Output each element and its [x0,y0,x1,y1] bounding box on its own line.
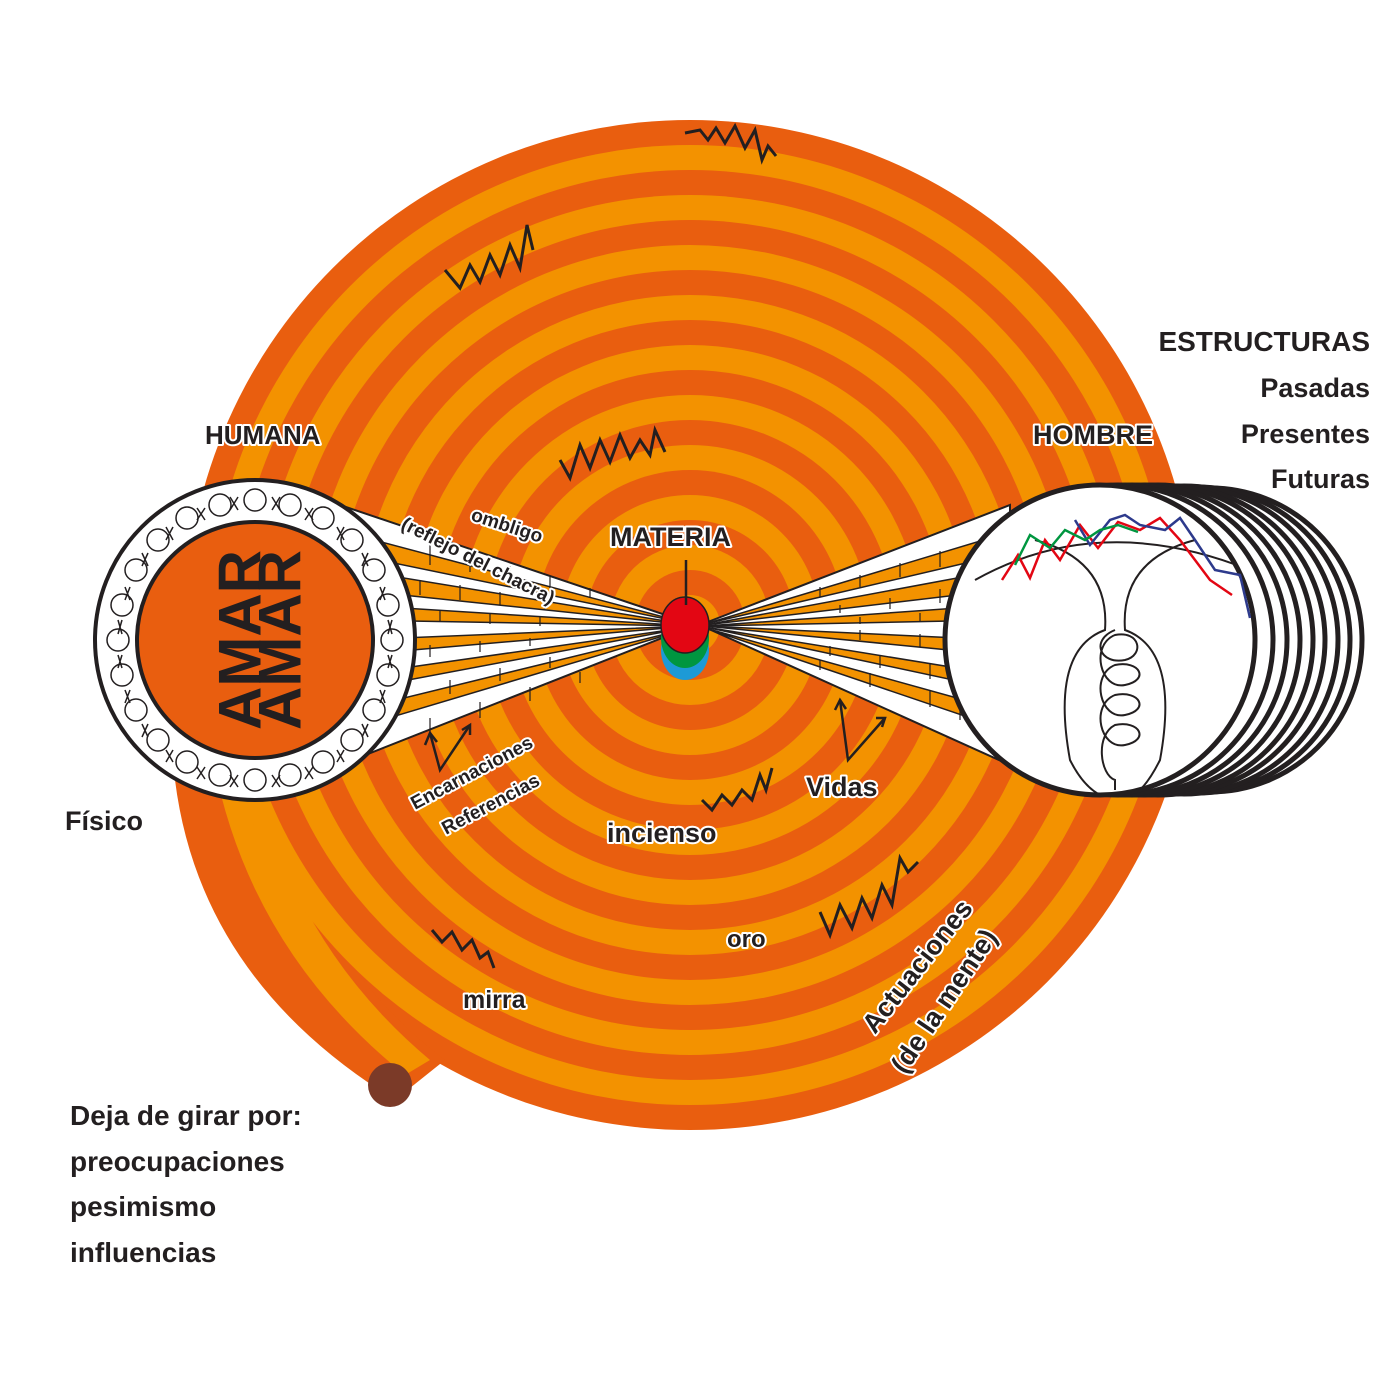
label-vidas: Vidas [806,772,878,802]
arrow-icon [428,724,472,773]
estructuras-item: Presentes [1241,419,1370,449]
zigzag-icon [684,122,778,165]
arrow-icon [833,697,848,711]
deja-de-girar-title: Deja de girar por: [70,1100,302,1131]
physical-circle: AMAR AMAR [93,478,417,802]
deja-de-girar-item: preocupaciones [70,1146,285,1177]
head-arc [974,541,1251,581]
arrow-icon [876,716,887,728]
structure-line-red [1000,516,1233,597]
zigzag-icon [443,224,535,291]
hombre-circle [942,482,1258,798]
estructuras-title: ESTRUCTURAS [1158,326,1370,357]
deja-de-girar-item: influencias [70,1237,216,1268]
zigzag-icon [818,853,920,940]
arrow-icon [838,699,886,763]
structure-line-green [1013,523,1139,566]
left-cone-bands [354,534,691,730]
spiral-loop-icon [1099,629,1141,790]
label-humana: HUMANA [205,420,321,450]
estructuras-item: Pasadas [1260,373,1370,403]
circle-ring-pattern [106,488,404,792]
amar-disc [135,520,375,760]
left-hemisphere [1034,539,1121,795]
estructuras-item: Futuras [1271,464,1370,494]
arrows [423,697,887,773]
zigzag-icon [430,929,496,969]
label-incienso: incienso [607,818,717,848]
left-cone [339,503,698,767]
zigzag-icon [700,767,774,813]
label-fisico: Físico [65,806,143,836]
label-oro: oro [727,926,766,953]
label-mirra: mirra [463,986,527,1014]
zigzags [430,122,920,969]
arrow-icon [461,722,472,735]
deja-de-girar-list: Deja de girar por: preocupaciones pesimi… [70,1100,302,1268]
zigzag-icon [558,425,667,482]
label-materia: MATERIA [610,522,731,552]
label-hombre: HOMBRE [1033,420,1153,450]
amar-glyph-left: AMAR [207,550,274,730]
estructuras-legend: ESTRUCTURAS Pasadas Presentes Futuras [1156,324,1372,496]
amar-glyph-right: AMAR [247,550,314,730]
left-cone-crosshatch [419,545,591,736]
deja-de-girar-item: pesimismo [70,1191,216,1222]
stacked-disc-icon [660,560,710,680]
right-hemisphere [1119,539,1196,795]
spiral-tail-end [368,1063,412,1107]
arrow-icon [423,730,438,746]
